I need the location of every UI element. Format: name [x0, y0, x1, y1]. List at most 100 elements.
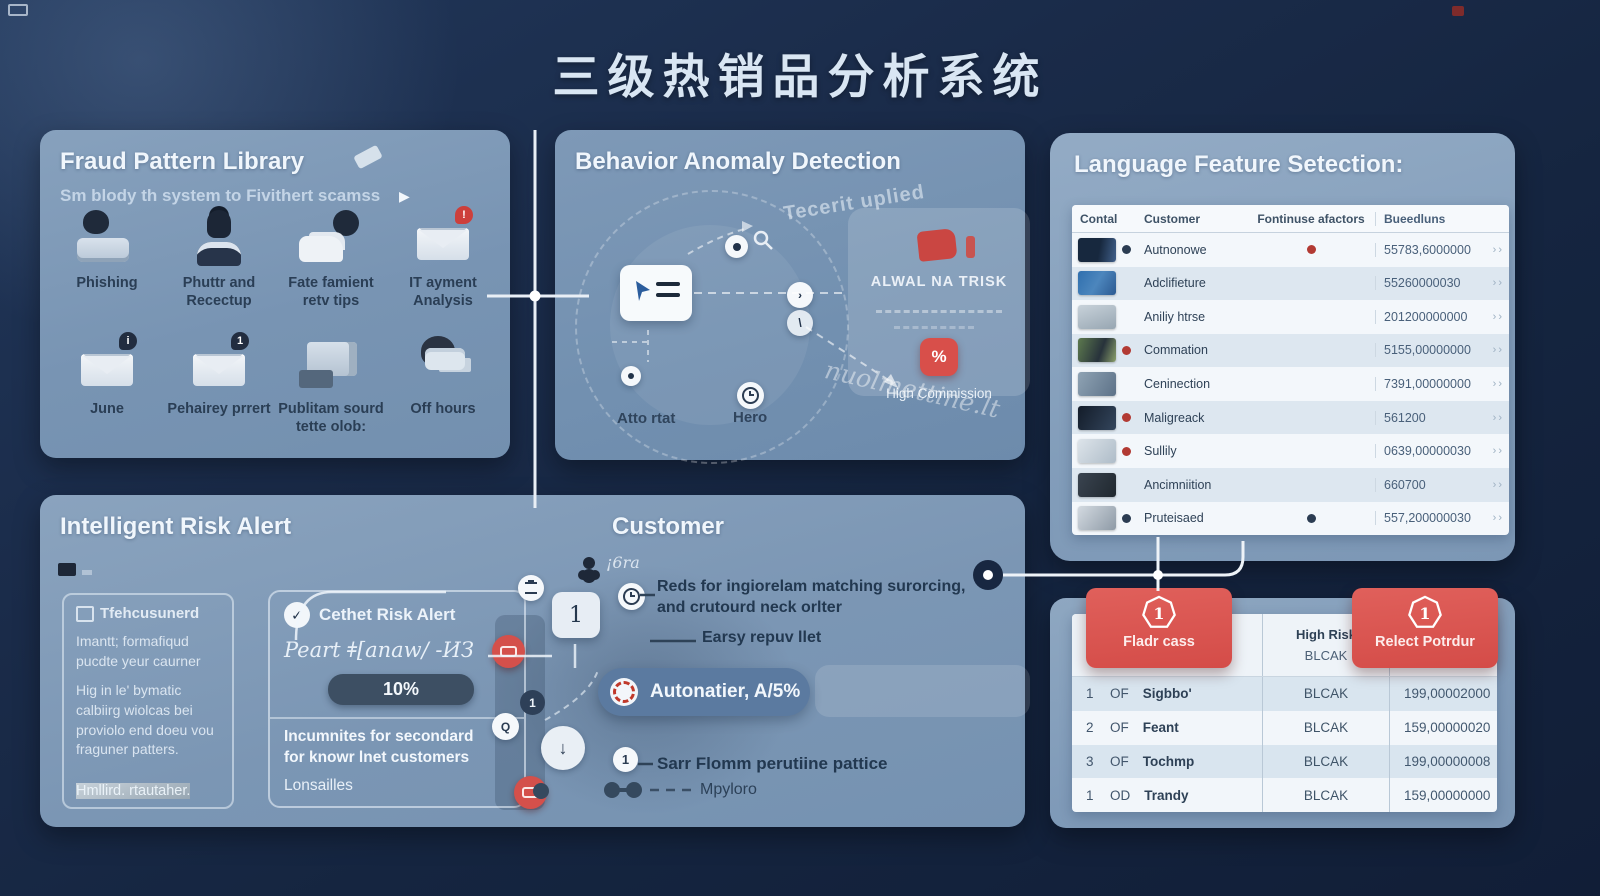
chevron-right-icon[interactable]: ››	[1492, 512, 1504, 525]
fraud-pattern-icon: 1	[187, 332, 251, 392]
clock-node-icon	[737, 382, 764, 409]
chevron-right-icon[interactable]: ››	[1492, 378, 1504, 391]
table-row[interactable]: Aniliy htrse 201200000000 ››	[1072, 300, 1509, 334]
table-row[interactable]: Sullily 0639,00000030 ››	[1072, 434, 1509, 468]
cursor-card[interactable]	[620, 265, 692, 321]
fraud-pattern-label: Publitam sourd tette olob:	[278, 401, 384, 436]
play-arrow-icon[interactable]: ▶	[399, 188, 410, 204]
alert-badge-card[interactable]: 1 Fladr cass	[1086, 588, 1232, 668]
left-card-line3: Hmllird. rtautaher.	[76, 783, 191, 799]
fraud-pattern-item[interactable]: ! IT ayment Analysis	[390, 206, 496, 310]
fraud-user-card[interactable]: Tfehcusunerd Imantt; formafiqud pucdte y…	[62, 593, 234, 809]
table-row[interactable]: 1 OD Trandy BLCAK 159,00000000	[1072, 778, 1497, 812]
row-tag: OF	[1110, 720, 1129, 736]
mute-red-icon[interactable]	[492, 635, 525, 668]
customer-name: Aniliy htrse	[1144, 309, 1206, 324]
chevron-right-icon[interactable]: ››	[1492, 478, 1504, 491]
column-header[interactable]: Bueedluns	[1375, 211, 1509, 226]
tick-node-icon: \	[787, 310, 813, 336]
fraud-pattern-item[interactable]: Fate famient retv tips	[278, 210, 384, 310]
dot-node-icon	[621, 366, 641, 386]
spinner-icon	[610, 678, 638, 706]
content-thumbnail	[1078, 439, 1116, 464]
dot-node-icon	[725, 235, 748, 258]
status-dot-icon	[1122, 245, 1131, 255]
table-row[interactable]: Commation 5155,00000000 ››	[1072, 333, 1509, 368]
table-body: 1 OF Sigbbo' BLCAK 199,00002000 2 OF Fea…	[1072, 677, 1497, 812]
row-value: 55260000030	[1384, 276, 1461, 291]
status-dot-icon	[1122, 413, 1131, 423]
content-thumbnail	[1078, 237, 1116, 262]
status-dot-icon	[1122, 446, 1131, 456]
row-value: 5155,00000000	[1384, 343, 1471, 358]
table-row[interactable]: 1 OF Sigbbo' BLCAK 199,00002000	[1072, 677, 1497, 711]
column-header[interactable]: Contal	[1080, 211, 1118, 226]
customer-name: Pruteisaed	[1144, 511, 1204, 526]
corner-decoration-icon	[1452, 6, 1464, 16]
arm-silhouette	[815, 665, 1030, 717]
automation-label: Autonatier, A/5%	[650, 681, 801, 702]
fraud-pattern-item[interactable]: Publitam sourd tette olob:	[278, 336, 384, 436]
fraud-pattern-icon	[187, 210, 251, 266]
clock-node-icon[interactable]	[618, 583, 645, 610]
left-card-line2: Hig in le' bymatic calbiirg wiolcas bei …	[76, 681, 214, 758]
column-header[interactable]: Fontinuse afactors	[1257, 211, 1365, 226]
fraud-pattern-item[interactable]: 1 Pehairey prrert	[166, 332, 272, 436]
behavior-label-a: Atto rtat	[617, 410, 676, 427]
risk-matrix-card: ALWAL NA TRISK % High Commission	[848, 208, 1030, 401]
flow-note-2: Earsy repuv llet	[702, 629, 822, 646]
automation-pill[interactable]: Autonatier, A/5%	[598, 668, 810, 716]
flow-note-1: Reds for ingiorelam matching surorcing, …	[657, 578, 966, 616]
content-thumbnail	[1078, 506, 1116, 531]
step-number-card[interactable]: 1	[552, 592, 600, 638]
fraud-pattern-item[interactable]: Phishing	[54, 210, 160, 310]
table-row[interactable]: Autnonowe 55783,6000000 ››	[1072, 233, 1509, 267]
cursor-menu-icon	[636, 281, 680, 301]
download-node-icon[interactable]: ↓	[541, 726, 585, 770]
chevron-right-icon[interactable]: ››	[1492, 344, 1504, 357]
menu-node-icon[interactable]	[518, 575, 544, 601]
table-row[interactable]: Ancimniition 660700 ››	[1072, 467, 1509, 502]
table-row[interactable]: Maligreack 561200 ››	[1072, 400, 1509, 435]
building-icon	[76, 605, 94, 622]
fraud-pattern-item[interactable]: Off hours	[390, 336, 496, 436]
row-value: 199,00002000	[1404, 686, 1491, 702]
row-status: BLCAK	[1262, 677, 1390, 711]
percent-pill: 10%	[328, 674, 474, 705]
q-node-icon: Q	[492, 713, 519, 740]
fraud-pattern-item[interactable]: Phuttr and Recectup	[166, 210, 272, 310]
chevron-right-icon[interactable]: ››	[1492, 277, 1504, 290]
table-row[interactable]: 2 OF Feant BLCAK 159,00000020	[1072, 710, 1497, 745]
mute-red-icon[interactable]	[514, 776, 547, 809]
customer-name: Ceninection	[1144, 377, 1211, 392]
scribble-annotation: ¡6ra	[606, 553, 640, 572]
fraud-pattern-icon	[75, 210, 139, 266]
center-card-footer: Lonsailles	[284, 776, 353, 794]
fraud-pattern-grid: Phishing Phuttr and Recectup Fate famien…	[54, 206, 496, 437]
table-row[interactable]: 3 OF Tochmp BLCAK 199,00000008	[1072, 744, 1497, 779]
chevron-right-icon[interactable]: ››	[1492, 411, 1504, 424]
fraud-pattern-item[interactable]: i June	[54, 332, 160, 436]
left-card-title: Tfehcusunerd	[100, 605, 200, 622]
column-header[interactable]: Customer	[1144, 211, 1201, 226]
check-circle-icon: ✓	[284, 602, 310, 628]
table-row[interactable]: Pruteisaed 557,200000030 ››	[1072, 502, 1509, 536]
language-panel: Language Feature Setection: Contal Custo…	[1050, 133, 1515, 561]
flow-note-3: Sarr Flomm perutiine pattice	[657, 754, 888, 773]
customer-name: Commation	[1144, 343, 1208, 358]
table-row[interactable]: Adclifieture 55260000030 ››	[1072, 266, 1509, 301]
risk-alert-card[interactable]: ✓ Cethet Risk Alert Peart ǂ[anaw/ -ИЗ 10…	[268, 590, 526, 808]
fraud-pattern-label: Pehairey prrert	[167, 401, 271, 418]
chevron-node-icon: ›	[787, 282, 813, 308]
eraser-decoration-icon	[353, 144, 383, 170]
chevron-right-icon[interactable]: ››	[1492, 310, 1504, 323]
chevron-right-icon[interactable]: ››	[1492, 243, 1504, 256]
commission-icon[interactable]: %	[920, 338, 958, 376]
table-row[interactable]: Ceninection 7391,00000000 ››	[1072, 367, 1509, 401]
alert-badge-card[interactable]: 1 Relect Potrdur	[1352, 588, 1498, 668]
chevron-right-icon[interactable]: ››	[1492, 445, 1504, 458]
table-header-row: Contal Customer Fontinuse afactors Bueed…	[1072, 205, 1509, 233]
content-thumbnail	[1078, 405, 1116, 430]
row-value: 201200000000	[1384, 309, 1468, 324]
